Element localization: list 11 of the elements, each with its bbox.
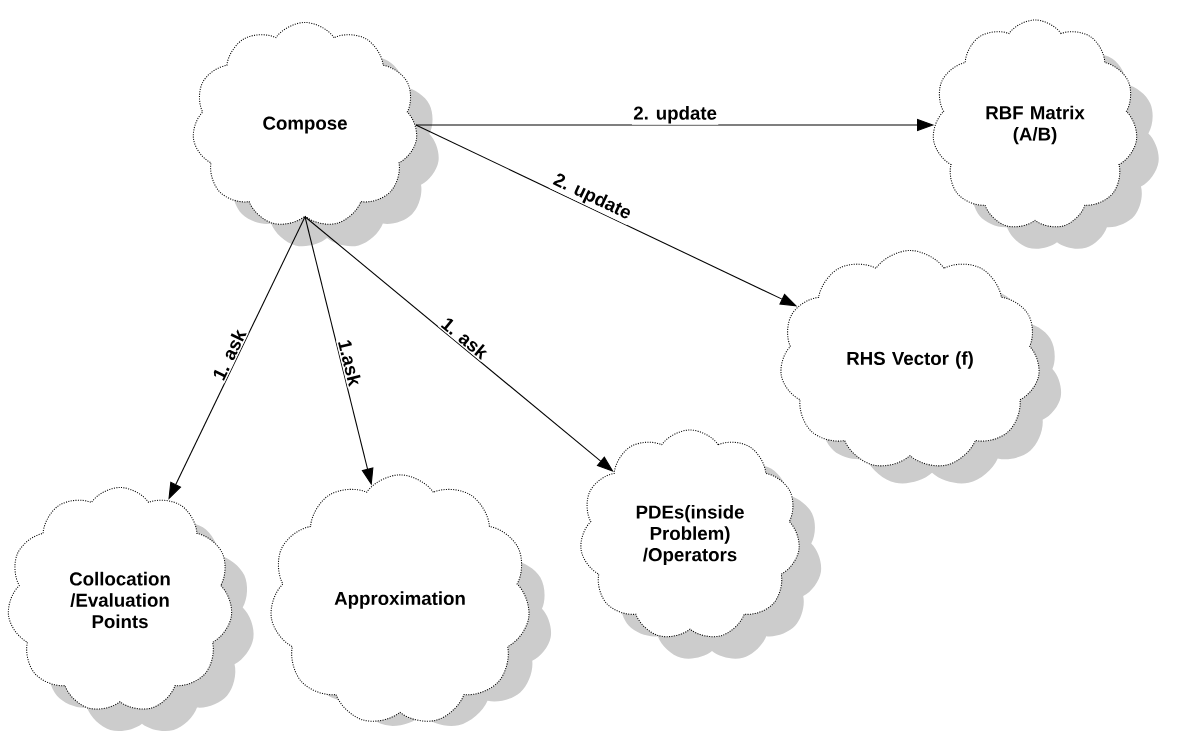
edge-label: 1.ask: [338, 340, 361, 387]
cloud: Collocation /Evaluation Points: [7, 486, 254, 732]
edge-label: 1. ask: [213, 329, 247, 381]
arrow: [304, 216, 614, 472]
cloud: RHS Vector (f): [780, 249, 1062, 484]
cloud: RBF Matrix (A/B): [932, 19, 1159, 249]
cloud: Approximation: [270, 474, 552, 726]
cloud: Compose: [192, 21, 439, 247]
edge-label: 2. update: [633, 106, 717, 124]
cloud: PDEs(inside Problem) /Operators: [580, 429, 822, 659]
edge-label: 1. ask: [440, 318, 488, 361]
